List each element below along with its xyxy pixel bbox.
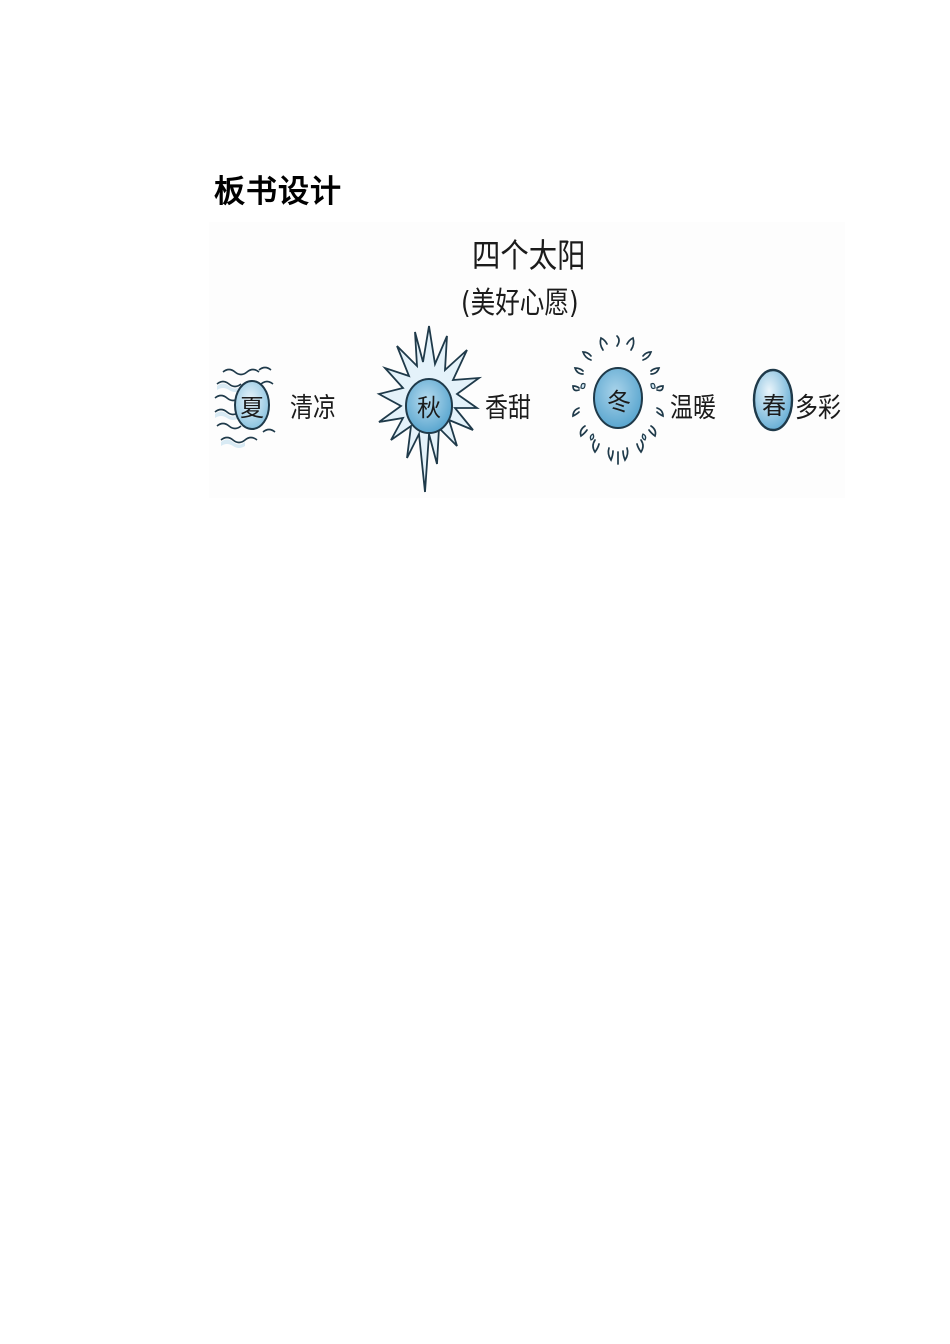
section-heading: 板书设计: [214, 174, 342, 210]
board-subtitle: (美好心愿): [461, 278, 579, 322]
subtitle-text: 美好心愿: [470, 286, 570, 321]
description-autumn: 香甜: [485, 393, 531, 424]
subtitle-close-paren: ): [569, 286, 579, 321]
season-char-autumn: 秋: [417, 394, 441, 422]
flame-sun-icon: [572, 334, 664, 466]
wavy-sun-icon: [213, 362, 283, 452]
season-char-winter: 冬: [607, 388, 631, 416]
season-char-summer: 夏: [240, 394, 264, 422]
description-winter: 温暖: [670, 393, 716, 424]
description-summer: 清凉: [290, 393, 336, 424]
board-title: 四个太阳: [472, 236, 586, 275]
plain-sun-icon: [751, 364, 795, 436]
season-char-spring: 春: [762, 392, 786, 420]
subtitle-open-paren: (: [461, 286, 471, 321]
blackboard-design-illustration: 四个太阳 (美好心愿): [209, 222, 845, 498]
spiky-sun-icon: [376, 322, 483, 494]
description-spring: 多彩: [795, 393, 841, 424]
